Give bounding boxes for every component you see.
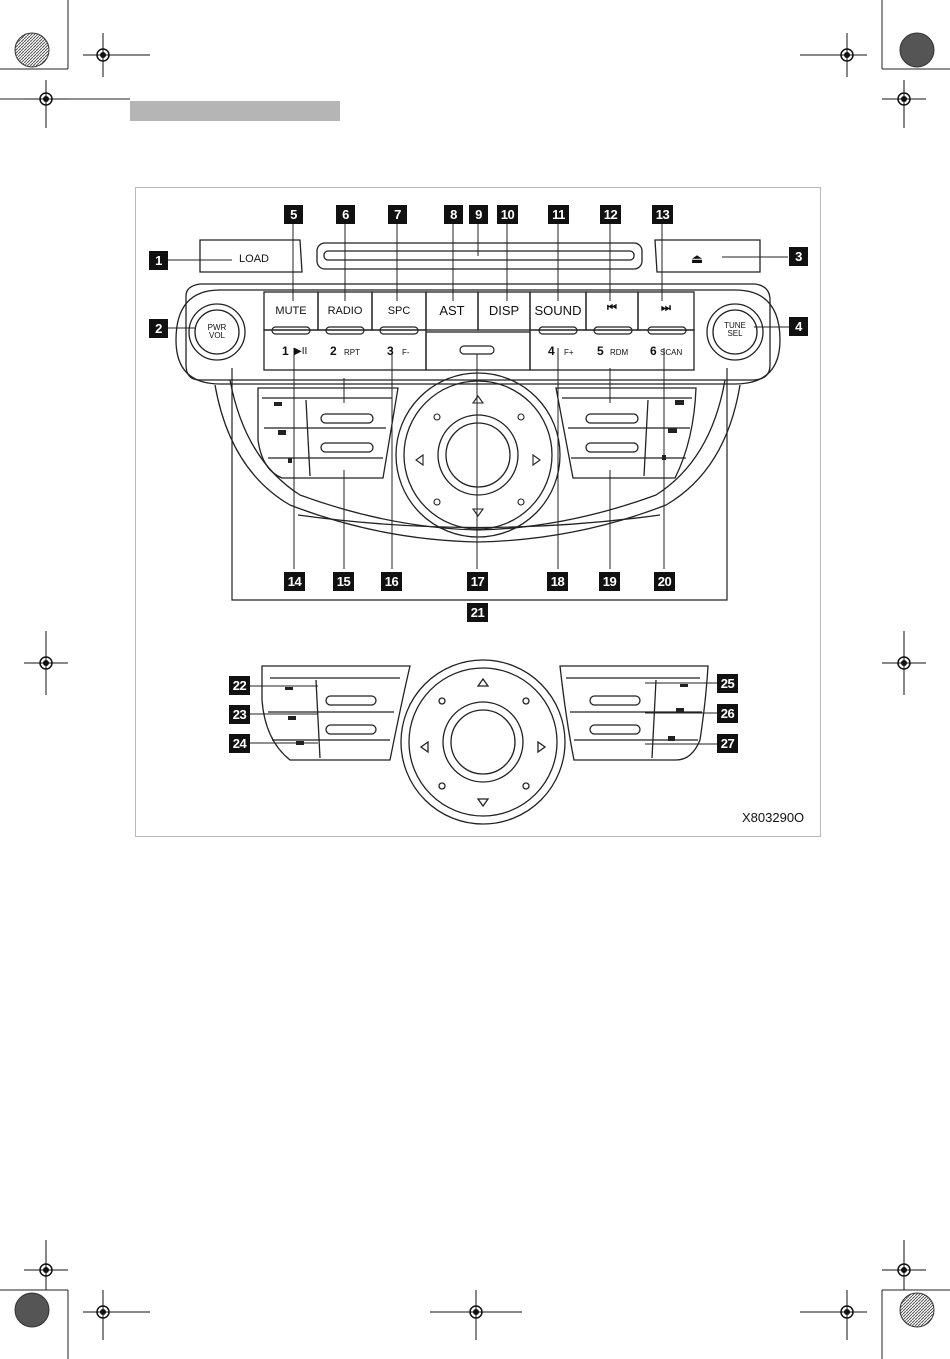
- preset-4-folder-up: F+: [564, 348, 574, 357]
- callout-18: 18: [547, 572, 568, 591]
- callout-17: 17: [467, 572, 488, 591]
- center-dial-arrows: [416, 396, 540, 516]
- figure-reference-code: X803290O: [742, 810, 804, 825]
- callout-12: 12: [600, 205, 621, 224]
- callout-14: 14: [284, 572, 305, 591]
- load-button[interactable]: LOAD: [234, 253, 274, 265]
- cd-slot: [317, 243, 642, 269]
- eject-icon[interactable]: ⏏: [682, 251, 712, 267]
- callout-16: 16: [381, 572, 402, 591]
- callout-25: 25: [717, 674, 738, 693]
- sel-label: SEL: [720, 330, 750, 338]
- spc-button[interactable]: SPC: [372, 305, 426, 317]
- callout-7: 7: [388, 205, 407, 224]
- lower-diagram: [262, 660, 708, 824]
- callout-24: 24: [229, 734, 250, 753]
- preset-2-rpt: RPT: [344, 348, 360, 357]
- callout-15: 15: [333, 572, 354, 591]
- disp-button[interactable]: DISP: [478, 303, 530, 318]
- mute-button[interactable]: MUTE: [264, 305, 318, 317]
- callout-8: 8: [444, 205, 463, 224]
- callout-11: 11: [548, 205, 569, 224]
- callout-9: 9: [469, 205, 488, 224]
- callout-19: 19: [599, 572, 620, 591]
- tune-sel-label[interactable]: TUNE SEL: [720, 322, 750, 338]
- preset-1-play-pause: ▶II: [294, 346, 307, 357]
- callout-22: 22: [229, 676, 250, 695]
- preset-4-number[interactable]: 4: [548, 344, 555, 358]
- callout-13: 13: [652, 205, 673, 224]
- callout-6: 6: [336, 205, 355, 224]
- callout-3: 3: [789, 247, 808, 266]
- preset-5-number[interactable]: 5: [597, 344, 604, 358]
- center-dial: [396, 373, 560, 537]
- callout-26: 26: [717, 704, 738, 723]
- callout-21: 21: [467, 603, 488, 622]
- callout-20: 20: [654, 572, 675, 591]
- callout-10: 10: [497, 205, 518, 224]
- callout-1: 1: [149, 251, 168, 270]
- preset-1-number[interactable]: 1: [282, 344, 289, 358]
- next-track-button[interactable]: ⏭: [638, 302, 694, 315]
- preset-6-scan: SCAN: [660, 348, 682, 357]
- lower-indicators: [285, 684, 688, 745]
- callout-4: 4: [789, 317, 808, 336]
- callout-5: 5: [284, 205, 303, 224]
- ast-button[interactable]: AST: [426, 303, 478, 318]
- vol-label: VOL: [202, 332, 232, 340]
- radio-button[interactable]: RADIO: [318, 305, 372, 317]
- callout-2: 2: [149, 319, 168, 338]
- callout-23: 23: [229, 705, 250, 724]
- preset-3-number[interactable]: 3: [387, 344, 394, 358]
- cluster-indicators: [274, 400, 684, 463]
- preset-5-rdm: RDM: [610, 348, 628, 357]
- callout-27: 27: [717, 734, 738, 753]
- sound-button[interactable]: SOUND: [530, 303, 586, 318]
- preset-3-folder-down: F-: [402, 348, 410, 357]
- preset-2-number[interactable]: 2: [330, 344, 337, 358]
- prev-track-button[interactable]: ⏮: [586, 302, 638, 315]
- preset-6-number[interactable]: 6: [650, 344, 657, 358]
- pwr-vol-label[interactable]: PWR VOL: [202, 324, 232, 340]
